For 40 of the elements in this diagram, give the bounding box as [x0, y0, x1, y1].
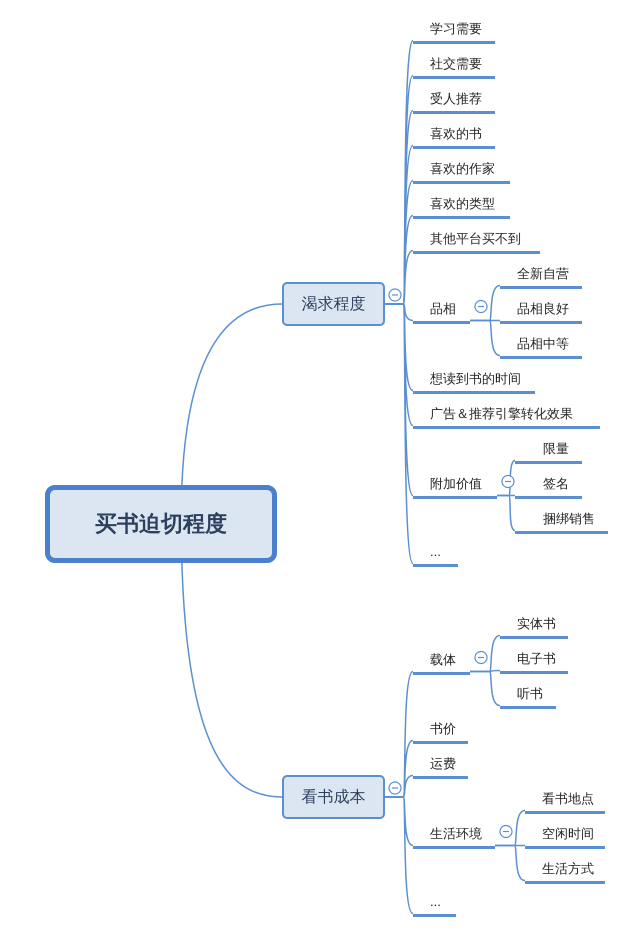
- subtopic-label: 书价: [413, 720, 468, 744]
- branch-line: [181, 303, 282, 486]
- subtopic-label: 全新自营: [500, 265, 582, 289]
- subtopic-label: 空闲时间: [525, 825, 605, 849]
- subtopic-label: 电子书: [500, 650, 568, 674]
- topic-box: 看书成本: [282, 775, 385, 819]
- subtopic-label: 签名: [515, 475, 582, 499]
- subtopic-label: 品相中等: [500, 335, 582, 359]
- subtopic-label: ...: [413, 893, 456, 917]
- subtopic-label: 喜欢的作家: [413, 160, 510, 184]
- branch-line: [495, 844, 526, 882]
- subtopic-label: 生活方式: [525, 860, 605, 884]
- subtopic-label: 品相良好: [500, 300, 582, 324]
- subtopic-label: 品相: [413, 300, 470, 324]
- branch-line: [181, 562, 282, 798]
- subtopic-label: 听书: [500, 685, 556, 709]
- subtopic-label: 看书地点: [525, 790, 605, 814]
- subtopic-label: ...: [413, 543, 458, 567]
- branch-line: [385, 796, 414, 914]
- subtopic-label: 喜欢的类型: [413, 195, 510, 219]
- branch-line: [470, 670, 500, 706]
- subtopic-label: 受人推荐: [413, 90, 495, 114]
- topic-box: 渴求程度: [282, 282, 385, 326]
- subtopic-label: 社交需要: [413, 55, 495, 79]
- subtopic-label: 喜欢的书: [413, 125, 495, 149]
- subtopic-label: 想读到书的时间: [413, 370, 535, 394]
- subtopic-label: 捆绑销售: [515, 510, 608, 534]
- branch-line: [385, 303, 414, 564]
- subtopic-label: 广告＆推荐引擎转化效果: [413, 405, 600, 429]
- subtopic-label: 其他平台买不到: [413, 230, 540, 254]
- subtopic-label: 学习需要: [413, 20, 495, 44]
- subtopic-label: 实体书: [500, 615, 568, 639]
- branch-line: [470, 320, 500, 356]
- subtopic-label: 附加价值: [413, 475, 497, 499]
- central-topic-box: 买书迫切程度: [45, 485, 277, 563]
- subtopic-label: 运费: [413, 755, 468, 779]
- branch-line: [497, 494, 516, 532]
- subtopic-label: 限量: [515, 440, 582, 464]
- subtopic-label: 载体: [413, 651, 470, 675]
- subtopic-label: 生活环境: [413, 825, 495, 849]
